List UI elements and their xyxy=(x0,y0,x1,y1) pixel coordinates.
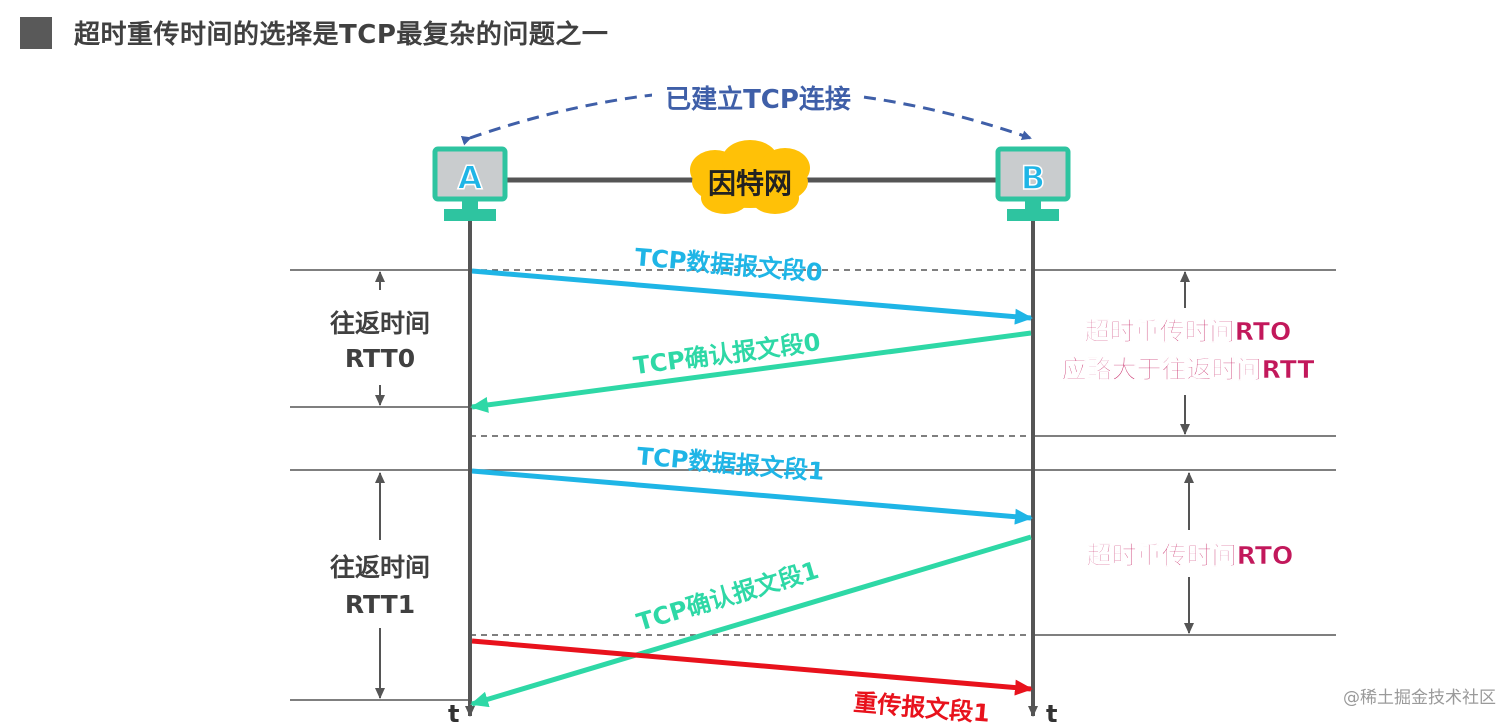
connection-label-bg xyxy=(652,80,860,116)
arrow-data1 xyxy=(471,468,1033,525)
watermark: @稀土掘金技术社区 xyxy=(1343,688,1496,708)
cloud-icon xyxy=(690,140,810,214)
host-b-computer-icon xyxy=(995,146,1071,221)
rto0-label-line2: 应略大于往返时间RTT xyxy=(1062,355,1315,384)
time-label-b: t xyxy=(1046,700,1057,724)
label-data1: TCP数据报文段1 xyxy=(636,442,826,486)
connection-label: 已建立TCP连接 xyxy=(665,84,851,115)
rtt0-label-line1: 往返时间 xyxy=(330,309,430,338)
arrow-ack0 xyxy=(470,330,1032,413)
rtt1-label-line1: 往返时间 xyxy=(330,553,430,582)
title-bullet-square xyxy=(20,17,52,49)
arrow-data0 xyxy=(471,268,1033,325)
rtt1-label-line2: RTT1 xyxy=(345,590,415,619)
host-b-label: B xyxy=(1021,159,1045,197)
label-retrans1: 重传报文段1 xyxy=(852,688,991,724)
rto0-label-line1: 超时重传时间RTO xyxy=(1085,317,1291,346)
internet-label: 因特网 xyxy=(708,167,792,200)
time-label-a: t xyxy=(448,700,459,724)
rto1-label-line1: 超时重传时间RTO xyxy=(1087,541,1293,570)
host-a-computer-icon xyxy=(432,146,508,221)
label-data0: TCP数据报文段0 xyxy=(634,243,824,287)
slide-title: 超时重传时间的选择是TCP最复杂的问题之一 xyxy=(74,20,609,50)
arrow-retrans1 xyxy=(471,638,1033,696)
host-a-label: A xyxy=(458,159,483,197)
label-ack1: TCP确认报文段1 xyxy=(633,556,821,637)
arrow-ack1 xyxy=(470,534,1032,708)
rtt0-label-line2: RTT0 xyxy=(345,344,415,373)
